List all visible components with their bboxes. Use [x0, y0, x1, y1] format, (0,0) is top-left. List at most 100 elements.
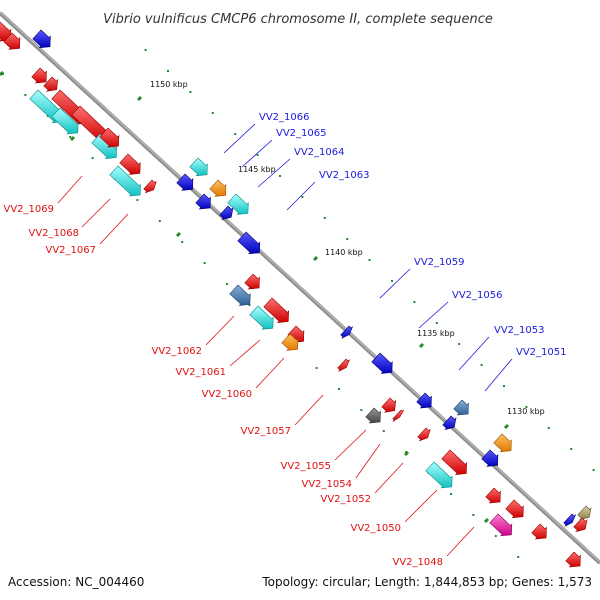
outer-track-tick: [234, 133, 237, 135]
gene-feature-red: [3, 32, 21, 50]
gene-feature-red: [119, 153, 141, 175]
outer-track-tick: [144, 49, 147, 51]
inner-track-tick: [382, 430, 385, 432]
gene-feature-blue: [237, 231, 261, 255]
reverse-gene-label: VV2_1060: [202, 389, 253, 400]
inner-major-tick: [403, 450, 410, 457]
gene-feature-cyan: [425, 461, 453, 489]
gene-feature-red: [337, 358, 350, 372]
forward-gene-label: VV2_1066: [259, 112, 310, 123]
reverse-gene-label: VV2_1069: [4, 204, 55, 215]
inner-major-tick: [0, 70, 5, 77]
outer-track-tick: [525, 406, 528, 408]
kbp-major-tick: [136, 95, 143, 102]
reverse-label-leader: [57, 175, 83, 204]
outer-track-tick: [323, 217, 326, 219]
inner-track-tick: [248, 304, 251, 306]
gene-feature-blue: [481, 449, 499, 467]
gene-feature-cyan: [51, 107, 79, 135]
gene-feature-steel: [229, 284, 251, 306]
inner-track-tick: [494, 535, 497, 537]
gene-feature-red: [43, 76, 59, 92]
reverse-gene-label: VV2_1068: [29, 228, 80, 239]
gene-feature-olive: [577, 505, 592, 521]
forward-gene-label: VV2_1063: [319, 170, 370, 181]
inner-track-tick: [450, 493, 452, 495]
kbp-label: 1145 kbp: [238, 165, 276, 174]
gene-feature-red: [485, 487, 501, 504]
forward-label-leader: [458, 336, 490, 371]
outer-track-tick: [211, 112, 214, 114]
sequence-backbone-highlight: [0, 11, 600, 563]
inner-track-tick: [226, 283, 228, 285]
kbp-major-tick: [503, 423, 510, 430]
reverse-label-leader: [334, 429, 367, 461]
gene-feature-blue: [176, 173, 194, 191]
reverse-gene-label: VV2_1055: [281, 461, 332, 472]
inner-track-tick: [181, 241, 184, 243]
kbp-label: 1130 kbp: [507, 407, 545, 416]
reverse-label-leader: [229, 339, 261, 367]
gene-feature-cyan: [227, 193, 249, 215]
gene-feature-red: [244, 273, 260, 290]
inner-track-tick: [338, 388, 340, 390]
forward-label-leader: [286, 181, 316, 211]
gene-feature-blue: [371, 352, 393, 374]
inner-track-tick: [158, 220, 161, 222]
forward-label-leader: [418, 301, 449, 329]
gene-feature-cyan: [109, 165, 141, 197]
kbp-label: 1135 kbp: [417, 329, 455, 338]
reverse-gene-label: VV2_1054: [302, 479, 353, 490]
reverse-gene-label: VV2_1048: [393, 557, 444, 568]
gene-feature-red: [143, 179, 157, 194]
forward-gene-label: VV2_1051: [516, 347, 567, 358]
inner-track-tick: [91, 157, 94, 159]
inner-track-tick: [360, 409, 363, 411]
outer-track-tick: [346, 238, 349, 240]
outer-track-tick: [301, 196, 304, 198]
gene-feature-blue: [219, 205, 234, 221]
reverse-label-leader: [355, 443, 381, 479]
gene-feature-red: [392, 409, 405, 422]
gene-feature-orange: [209, 179, 227, 197]
gene-feature-red: [573, 517, 588, 533]
reverse-gene-label: VV2_1067: [46, 245, 97, 256]
kbp-label: 1150 kbp: [150, 80, 188, 89]
reverse-gene-label: VV2_1050: [351, 523, 402, 534]
gene-feature-cyan: [189, 157, 208, 177]
reverse-label-leader: [446, 526, 475, 557]
inner-track-tick: [472, 514, 475, 516]
accession-text: Accession: NC_004460: [8, 575, 144, 589]
reverse-label-leader: [374, 462, 404, 494]
gene-feature-blue: [195, 193, 211, 210]
reverse-label-leader: [404, 489, 438, 523]
forward-label-leader: [484, 358, 513, 392]
gene-feature-blue: [442, 415, 457, 431]
inner-major-tick: [69, 135, 76, 142]
map-title: Vibrio vulnificus CMCP6 chromosome II, c…: [103, 12, 493, 27]
gene-feature-red: [531, 523, 547, 540]
gene-feature-red: [381, 397, 397, 413]
kbp-label: 1140 kbp: [325, 248, 363, 257]
outer-track-tick: [435, 322, 438, 324]
outer-track-tick: [391, 280, 393, 282]
outer-track-tick: [189, 91, 192, 93]
outer-track-tick: [368, 259, 371, 261]
forward-gene-label: VV2_1065: [276, 128, 327, 139]
inner-track-tick: [517, 556, 520, 558]
gene-feature-red: [31, 67, 47, 84]
reverse-gene-label: VV2_1061: [176, 367, 227, 378]
gene-feature-blue: [563, 513, 576, 527]
outer-track-tick: [167, 70, 169, 72]
gene-feature-blue: [340, 325, 353, 339]
gene-feature-gray: [365, 407, 381, 424]
forward-gene-label: VV2_1064: [294, 147, 345, 158]
gene-feature-red: [505, 499, 524, 519]
outer-track-tick: [592, 469, 595, 471]
gene-feature-blue: [416, 392, 432, 409]
gene-feature-cyan: [91, 133, 118, 159]
gene-feature-red: [441, 449, 468, 475]
gene-feature-blue: [32, 29, 51, 49]
forward-gene-label: VV2_1056: [452, 290, 503, 301]
